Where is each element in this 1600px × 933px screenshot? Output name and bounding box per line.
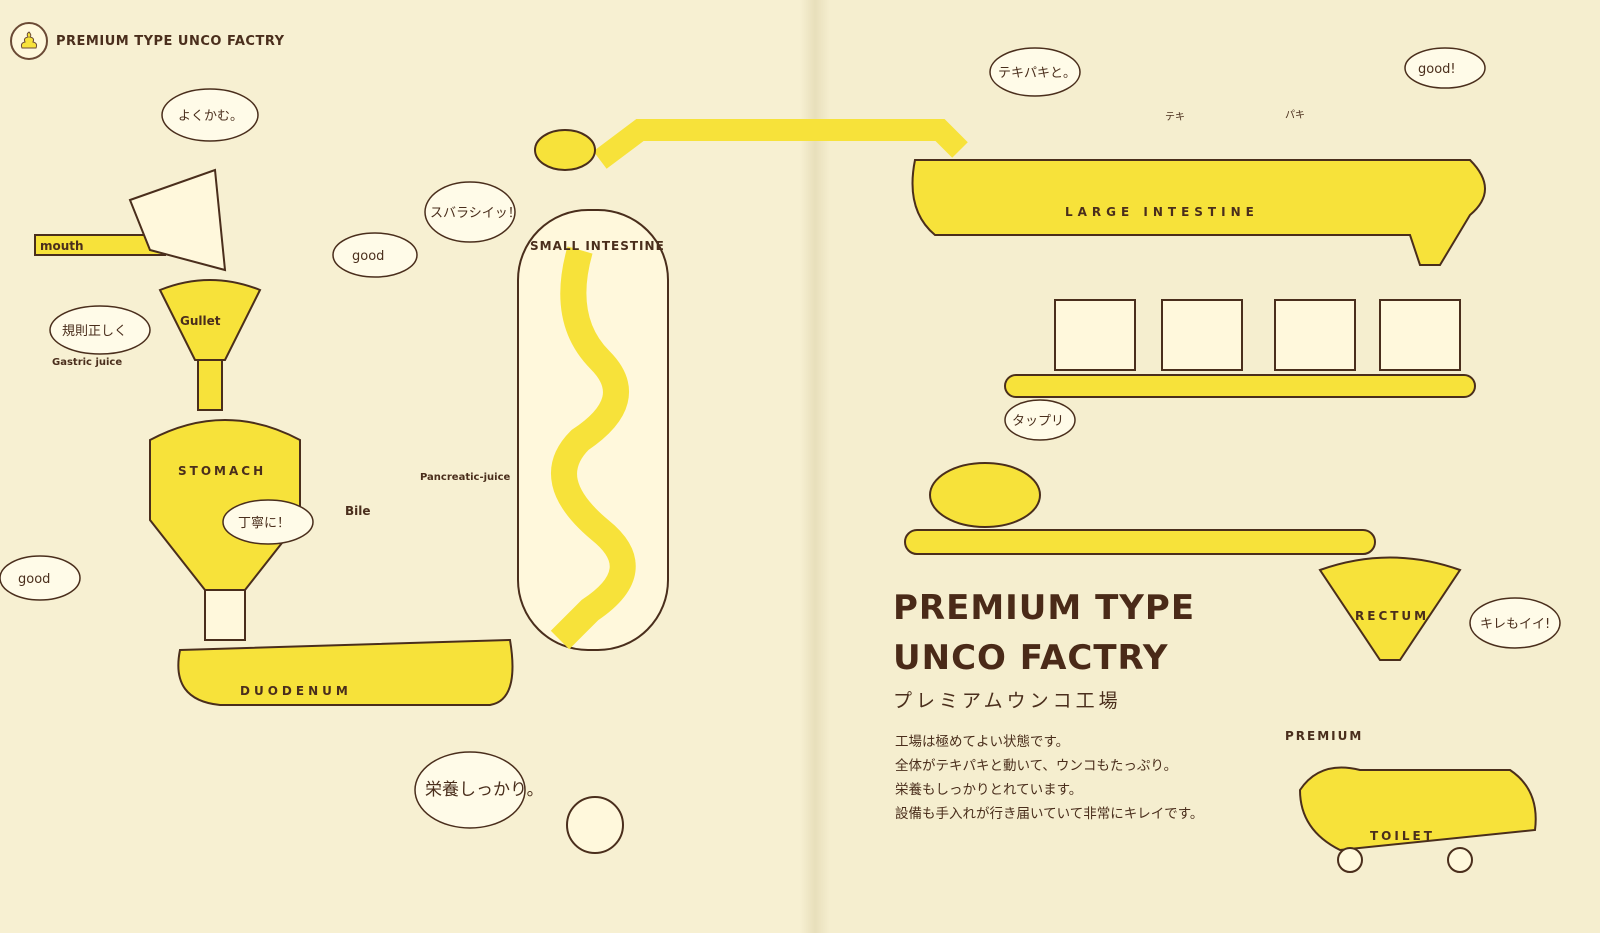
dough-pile — [929, 462, 1041, 528]
flask — [566, 796, 624, 854]
sound-paki: パキ — [1285, 109, 1305, 121]
bubble-chew: よくかむ。 — [178, 109, 243, 124]
article-subtitle: プレミアムウンコ工場 — [893, 690, 1122, 712]
title-line-1: PREMIUM TYPE — [893, 588, 1196, 628]
label-gullet: Gullet — [180, 314, 221, 328]
large-intestine — [911, 159, 1486, 266]
stomach — [149, 419, 301, 591]
bubble-regular: 規則正しく — [62, 324, 127, 339]
left-page — [0, 0, 812, 933]
article-title: PREMIUM TYPE UNCO FACTRY — [893, 583, 1195, 683]
bubble-nutrition: 栄養しっかり。 — [425, 780, 544, 800]
bubble-great: スバラシイッ！ — [430, 206, 521, 221]
box — [1161, 299, 1243, 371]
bubble-good-3: good! — [1418, 62, 1456, 77]
conveyor-lower — [904, 529, 1376, 555]
box — [1054, 299, 1136, 371]
conveyor-upper — [1004, 374, 1476, 398]
book-gutter — [800, 0, 830, 933]
bubble-sharp: キレもイイ! — [1480, 617, 1550, 632]
label-premium: PREMIUM — [1285, 729, 1363, 743]
body-line: 設備も手入れが行き届いていて非常にキレイです。 — [895, 806, 1204, 822]
duodenum — [177, 638, 514, 706]
title-line-2: UNCO FACTRY — [893, 638, 1169, 678]
box — [1379, 299, 1461, 371]
label-pancreatic: Pancreatic-juice — [420, 472, 511, 483]
valve — [534, 129, 596, 171]
toilet-car — [1298, 766, 1537, 852]
label-large-intestine: LARGE INTESTINE — [1065, 205, 1259, 219]
label-duodenum: DUODENUM — [240, 684, 352, 698]
page-header: PREMIUM TYPE UNCO FACTRY — [10, 22, 285, 60]
body-line: 全体がテキパキと動いて、ウンコもたっぷり。 — [895, 758, 1178, 774]
label-mouth: mouth — [40, 239, 84, 253]
rectum-funnel — [1318, 556, 1462, 661]
body-line: 栄養もしっかりとれています。 — [895, 782, 1083, 798]
header-title: PREMIUM TYPE UNCO FACTRY — [56, 33, 285, 49]
bubble-plenty: タップリ — [1012, 414, 1064, 429]
bubble-brisk: テキパキと。 — [998, 66, 1076, 81]
gullet-tube — [197, 359, 223, 411]
poop-icon — [10, 22, 48, 60]
bubble-careful: 丁寧に！ — [238, 515, 290, 531]
small-intestine-tube — [550, 246, 636, 650]
bubble-good-2: good — [18, 572, 50, 587]
box — [1274, 299, 1356, 371]
chute — [128, 168, 227, 272]
bubble-good-1: good — [352, 249, 384, 264]
label-stomach: STOMACH — [178, 464, 266, 478]
label-small-intestine: SMALL INTESTINE — [530, 239, 665, 253]
body-line: 工場は極めてよい状態です。 — [895, 734, 1070, 750]
label-rectum: RECTUM — [1355, 609, 1429, 623]
label-toilet: TOILET — [1370, 829, 1435, 843]
article-body: 工場は極めてよい状態です。 全体がテキパキと動いて、ウンコもたっぷり。 栄養もし… — [895, 730, 1203, 826]
gullet-funnel — [158, 279, 262, 361]
stomach-outlet — [204, 589, 246, 641]
sound-teki: テキ — [1165, 112, 1185, 123]
label-gastric: Gastric juice — [52, 357, 122, 368]
label-bile: Bile — [345, 504, 371, 518]
pipe-top — [593, 119, 968, 169]
